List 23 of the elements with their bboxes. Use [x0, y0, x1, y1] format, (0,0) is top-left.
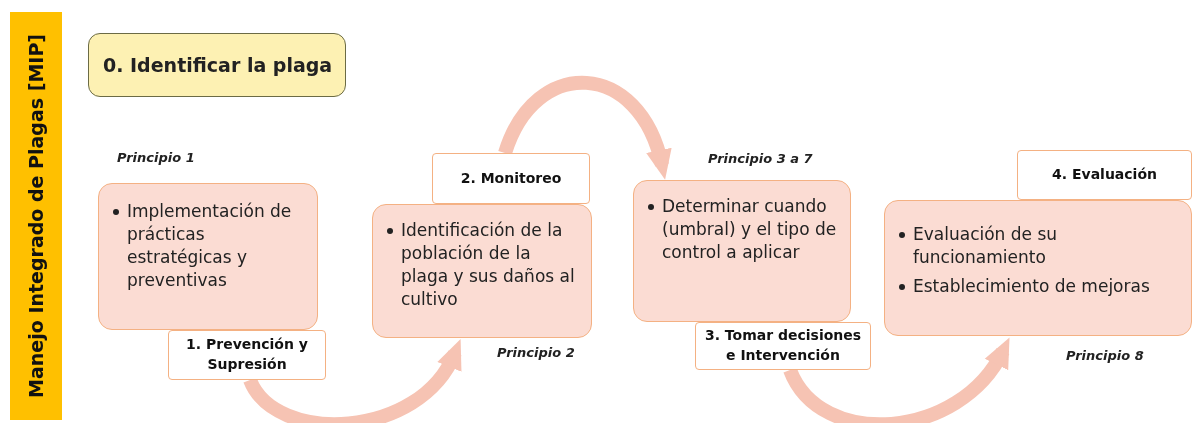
step-label-box: 1. Prevención y Supresión	[168, 330, 326, 380]
principle-label: Principio 1	[117, 150, 195, 165]
content-box	[633, 180, 851, 322]
step-box: 0. Identificar la plaga	[88, 33, 346, 97]
bullet-text: Identificación de la población de la plaga y sus daños al cultivo	[401, 219, 576, 311]
principle-label: Principio 8	[1066, 348, 1144, 363]
principle-label: Principio 2	[497, 345, 575, 360]
step-label-box: 2. Monitoreo	[432, 153, 590, 204]
band-title: Manejo Integrado de Plagas [MIP]	[25, 34, 47, 398]
curved-arrow	[498, 75, 671, 180]
bullet-text: Evaluación de su funcionamiento	[913, 223, 1059, 269]
principle-label: Principio 3 a 7	[708, 151, 813, 166]
bullet-text: Establecimiento de mejoras	[913, 274, 1150, 298]
bullet-text: Determinar cuando (umbral) y el tipo de control a aplicar	[662, 195, 838, 264]
content-box	[372, 204, 592, 338]
content-box	[98, 183, 318, 330]
bullet-text: Implementación de prácticas estratégicas y preventivas	[127, 200, 293, 292]
title-band	[10, 12, 62, 420]
curved-arrow	[243, 339, 463, 423]
content-box	[884, 200, 1192, 336]
curved-arrow	[783, 338, 1011, 423]
step-label-box: 4. Evaluación	[1017, 150, 1192, 200]
step-label-box: 3. Tomar decisiones e Intervención	[695, 322, 871, 370]
